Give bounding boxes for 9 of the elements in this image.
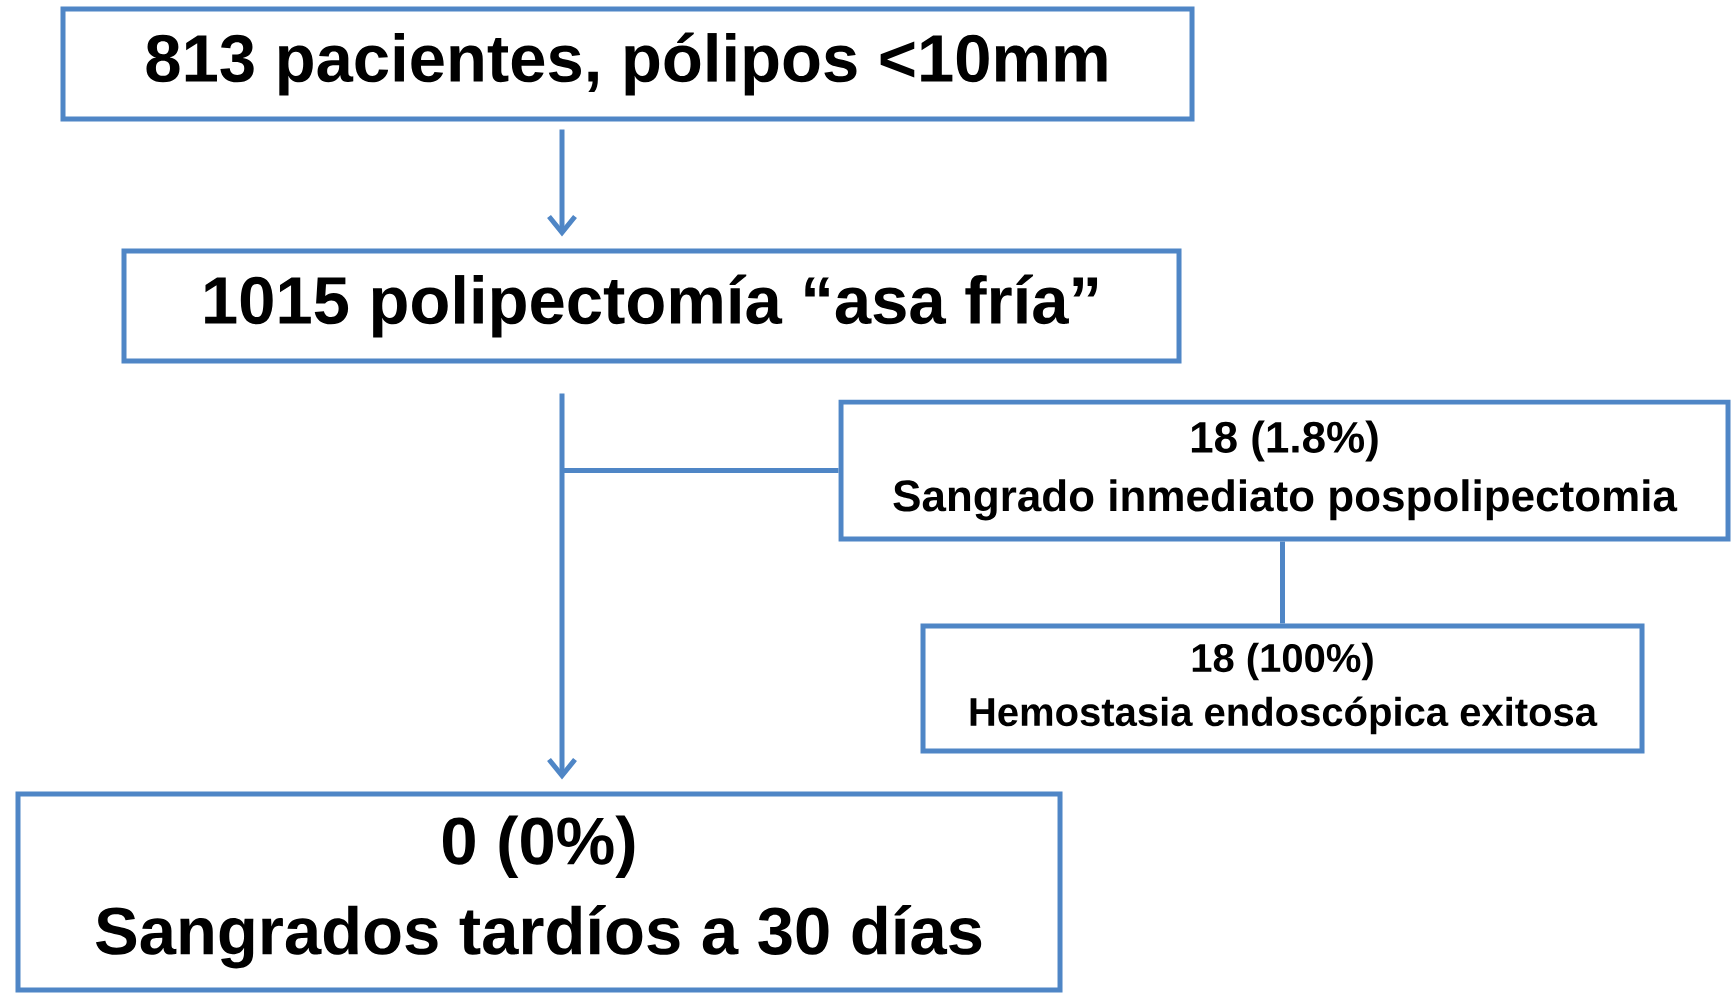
- flow-box: 18 (100%) Hemostasia endoscópica exitosa: [920, 623, 1645, 754]
- arrow: [547, 129, 577, 237]
- flow-box: 813 pacientes, pólipos <10mm: [60, 6, 1195, 122]
- flow-box: 18 (1.8%) Sangrado inmediato pospolipectomia: [838, 399, 1731, 542]
- connector-line: [562, 468, 839, 473]
- arrow: [547, 393, 577, 780]
- flow-box: 0 (0%) Sangrados tardíos a 30 días: [15, 791, 1063, 993]
- connector-line: [1280, 541, 1285, 624]
- flow-box: 1015 polipectomía “asa fría”: [121, 248, 1182, 364]
